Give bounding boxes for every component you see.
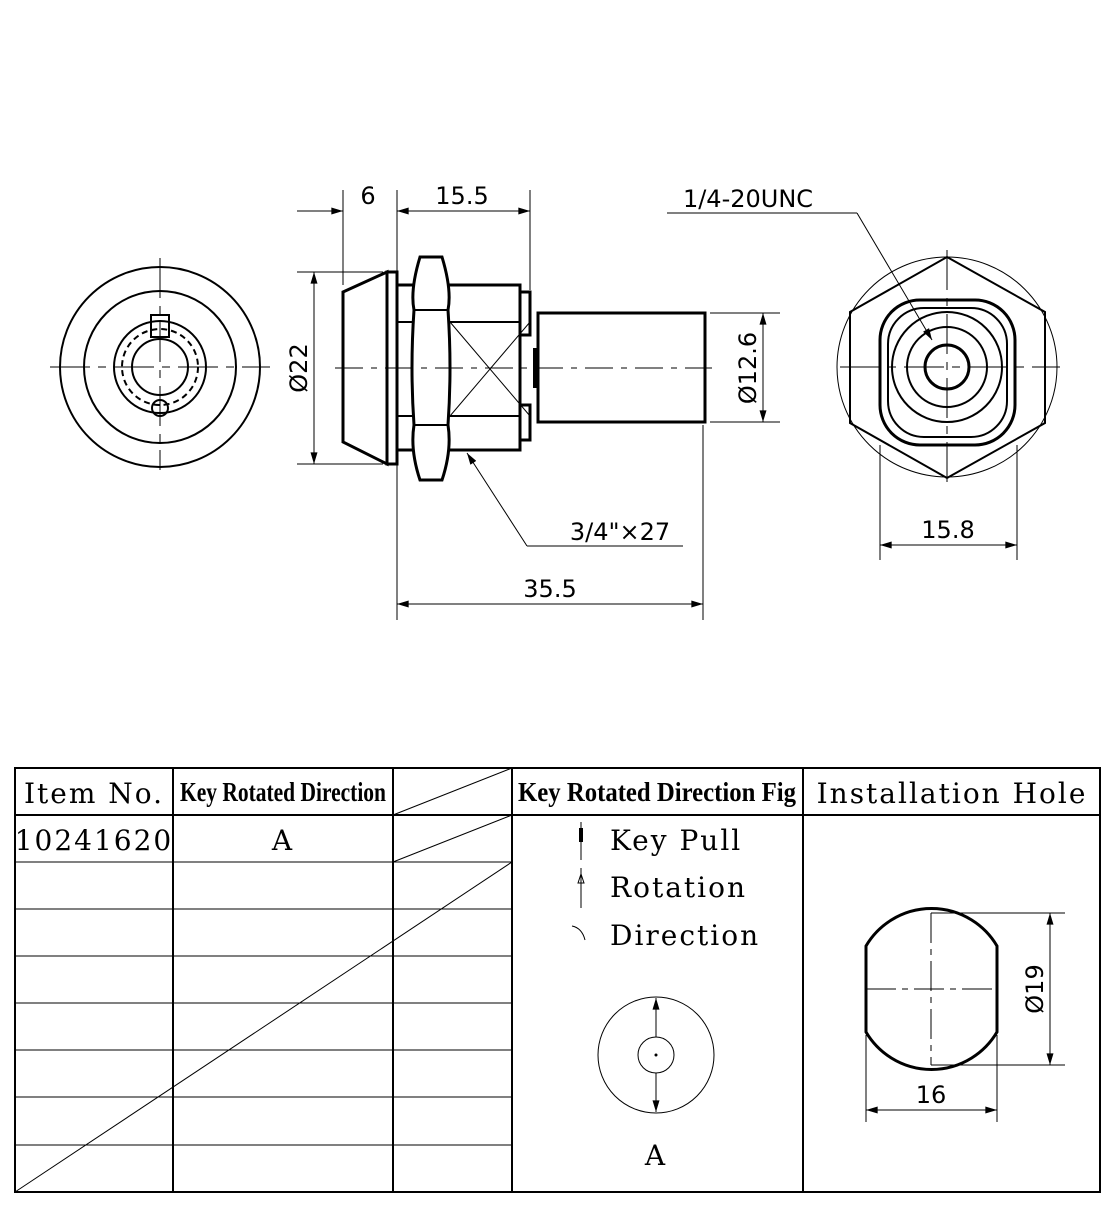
- legend-direction: Direction: [610, 919, 760, 952]
- cap-width-label: 6: [360, 182, 375, 210]
- cap-diameter-label: Ø22: [285, 343, 313, 392]
- legend-key-pull: Key Pull: [610, 824, 742, 857]
- rear-view: 1/4-20UNC 15.8: [667, 185, 1060, 560]
- hole-diameter-label: Ø19: [1021, 964, 1049, 1013]
- thread-length-label: 15.5: [435, 182, 488, 210]
- header-key-rotated-direction: Key Rotated Direction: [180, 777, 386, 807]
- fig-label: A: [644, 1139, 667, 1172]
- side-dimensions: 6 15.5 Ø22 Ø12.6 3/4"×27 35.5: [285, 182, 780, 620]
- key-pull-icon: [579, 822, 583, 860]
- thread-spec-label: 3/4"×27: [570, 518, 670, 546]
- side-view: [335, 255, 712, 482]
- spec-table: Item No. Key Rotated Direction Key Rotat…: [14, 767, 1101, 1193]
- hex-flat-label: 15.8: [921, 516, 974, 544]
- legend-rotation: Rotation: [610, 871, 747, 904]
- cam-diameter-label: Ø12.6: [734, 332, 762, 404]
- header-key-rotated-direction-fig: Key Rotated Direction Fig: [518, 777, 796, 807]
- front-view: [50, 258, 270, 470]
- body-length-label: 35.5: [523, 575, 576, 603]
- header-item-no: Item No.: [24, 777, 164, 810]
- key-rotation-figure: [597, 996, 715, 1114]
- rotation-icon: [577, 868, 585, 908]
- direction-value: A: [271, 824, 294, 857]
- direction-arc-icon: [571, 925, 586, 941]
- hole-width-label: 16: [916, 1081, 947, 1109]
- item-no-value: 10241620: [15, 824, 174, 857]
- screw-spec-label: 1/4-20UNC: [683, 185, 813, 213]
- header-installation-hole: Installation Hole: [817, 777, 1088, 810]
- installation-hole-figure: [864, 907, 1065, 1122]
